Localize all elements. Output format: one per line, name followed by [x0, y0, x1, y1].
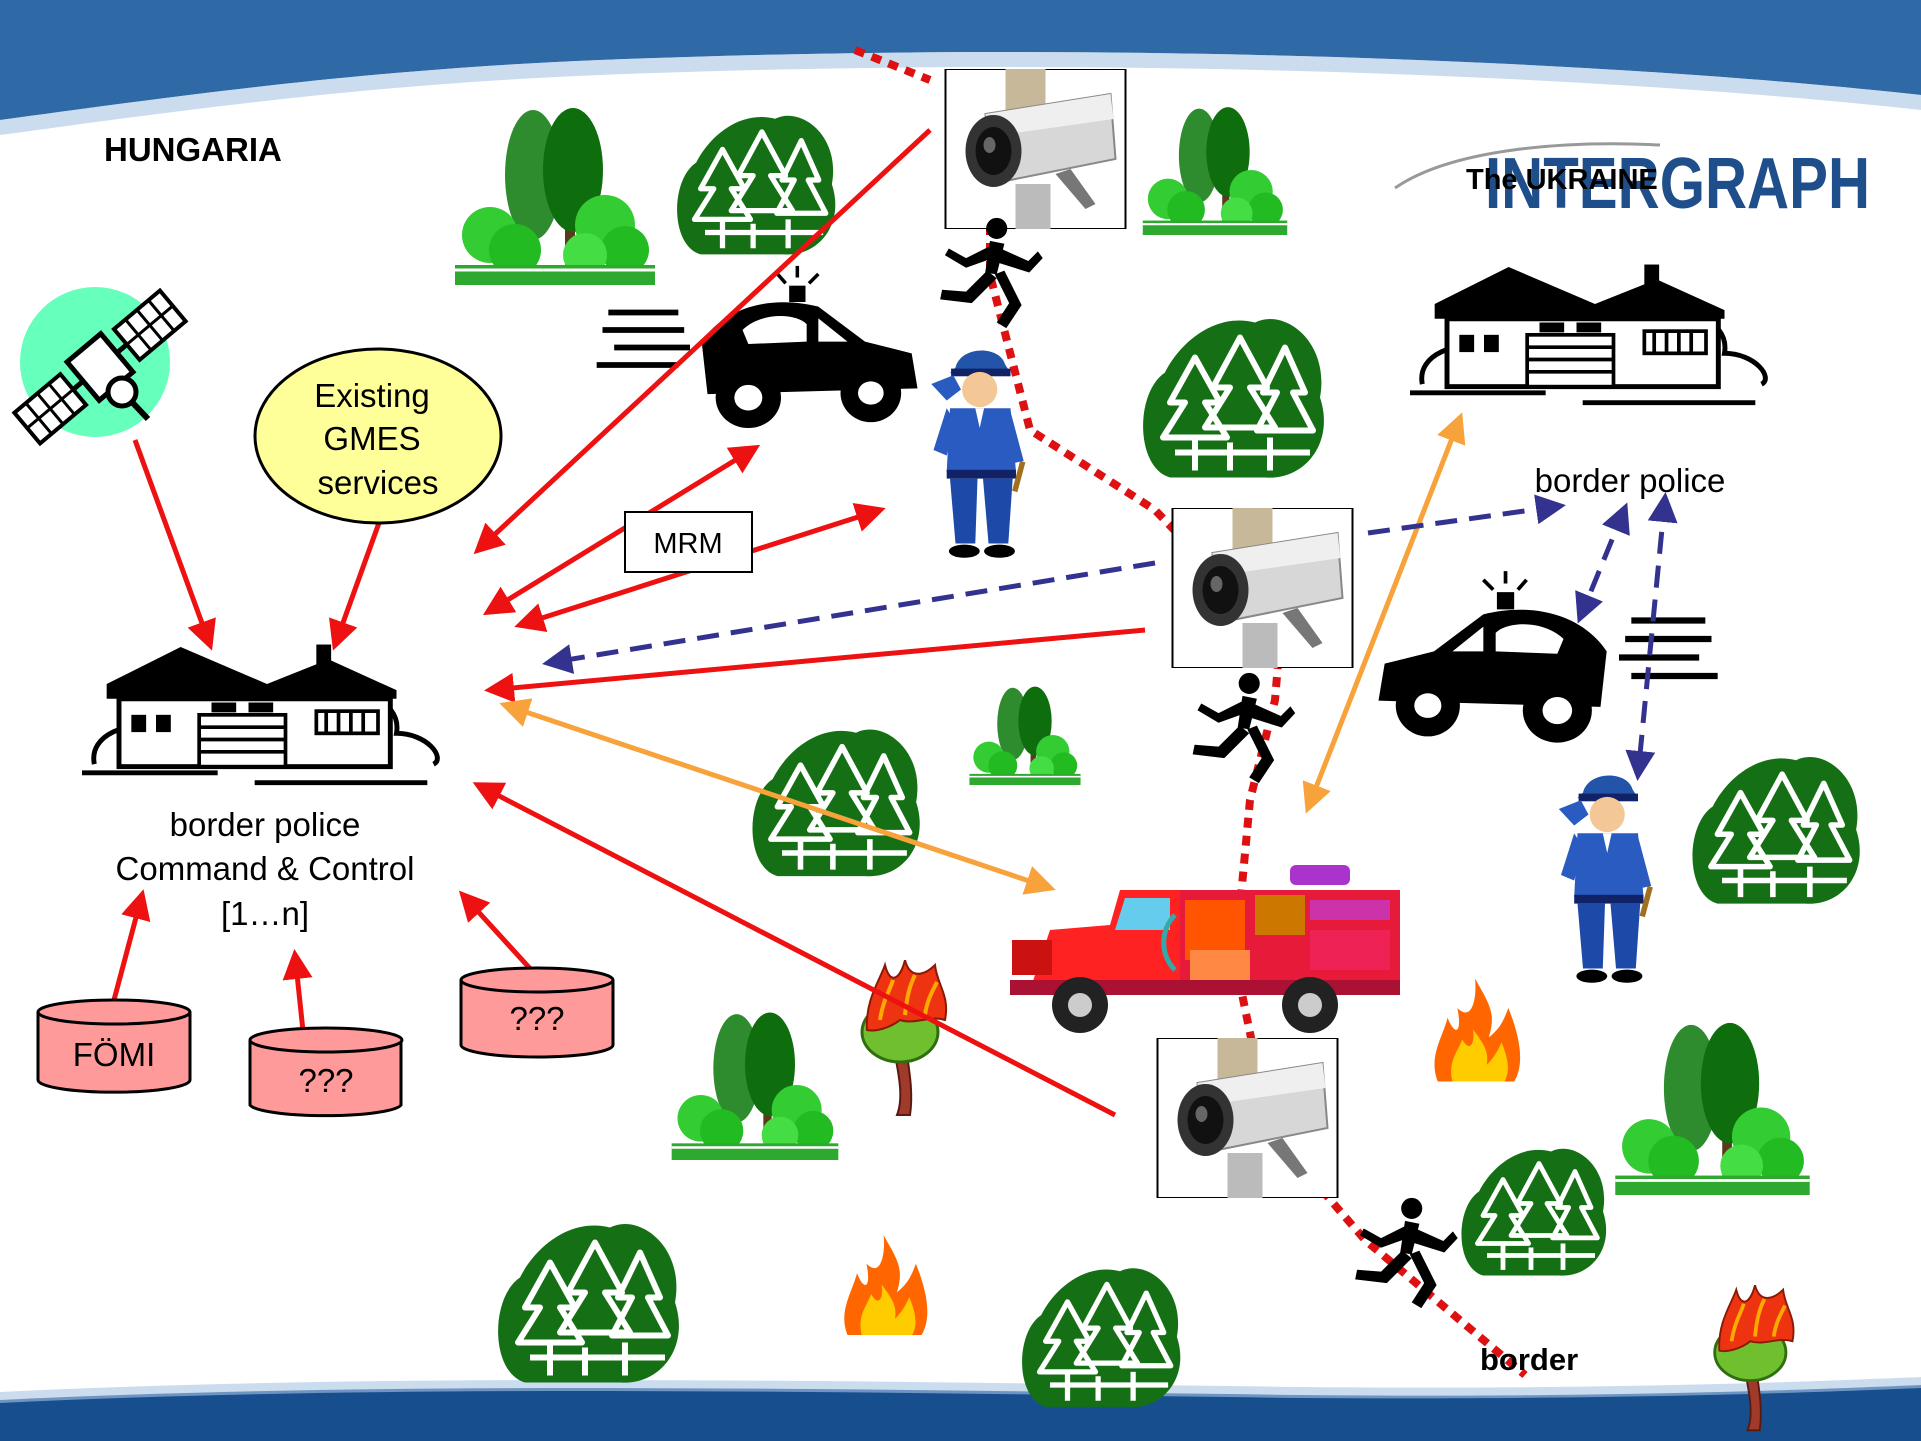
mrm-label: MRM [653, 528, 722, 560]
right-station-label: border police [1535, 462, 1726, 499]
fire-icon [1434, 978, 1521, 1082]
header-highlight [0, 52, 1921, 135]
forest-icon [1022, 1268, 1180, 1407]
tree-group-icon [670, 1011, 840, 1160]
burning-tree-icon [862, 960, 946, 1115]
running-person-icon [1192, 672, 1296, 784]
forest-icon [1692, 757, 1859, 904]
police-officer-icon [1558, 775, 1653, 983]
fire-truck-icon [1010, 865, 1400, 1033]
right-country-label: The UKRAINE [1466, 164, 1658, 196]
mrm-box: MRM [624, 511, 753, 573]
orange-links [499, 412, 1466, 895]
police-station-icon [1410, 265, 1765, 403]
police-car-icon [1379, 571, 1718, 742]
gmes-line-3: services [317, 464, 438, 501]
cctv-camera-icon [944, 69, 1127, 229]
forest-icon [1461, 1149, 1606, 1276]
tree-group-icon [968, 685, 1082, 785]
logo-text: INTERGRAPH [1485, 144, 1870, 224]
cctv-camera-icon [1171, 508, 1354, 668]
police-station-icon [82, 645, 437, 783]
db-label-fomi: FÖMI [73, 1036, 155, 1073]
left-station-line-1: border police [170, 806, 361, 843]
fire-icon [844, 1235, 928, 1335]
forest-icon [677, 116, 835, 255]
cctv-camera-icon [1156, 1038, 1339, 1198]
running-person-icon [940, 217, 1043, 329]
left-station-line-3: [1…n] [221, 895, 309, 932]
left-country-label: HUNGARIA [104, 131, 282, 168]
forest-icon [498, 1224, 679, 1383]
db-cylinder-2: ??? [248, 1026, 404, 1118]
forest-icon [752, 730, 919, 877]
header-band [0, 0, 1921, 120]
db-label-3: ??? [509, 1000, 564, 1037]
db-cylinder-3: ??? [459, 966, 615, 1059]
gmes-line-2: GMES [323, 420, 420, 457]
db-cylinder-fomi: FÖMI [36, 998, 192, 1094]
forest-icon [1143, 319, 1324, 478]
police-officer-icon [931, 350, 1026, 558]
tree-group-icon [1141, 106, 1289, 235]
running-person-icon [1355, 1197, 1458, 1309]
footer-highlight [0, 1377, 1921, 1403]
tree-group-icon [1613, 1021, 1812, 1195]
footer-band [0, 1385, 1921, 1441]
left-station-line-2: Command & Control [116, 850, 415, 887]
tree-group-icon [453, 106, 657, 285]
db-label-2: ??? [298, 1062, 353, 1099]
gmes-line-1: Existing [314, 377, 430, 414]
gmes-bubble: Existing GMES services [253, 347, 503, 525]
border-label: border [1480, 1342, 1578, 1377]
satellite-icon [11, 287, 189, 447]
intergraph-logo: INTERGRAPH [1394, 142, 1870, 224]
blue-dashed-links [542, 492, 1678, 781]
